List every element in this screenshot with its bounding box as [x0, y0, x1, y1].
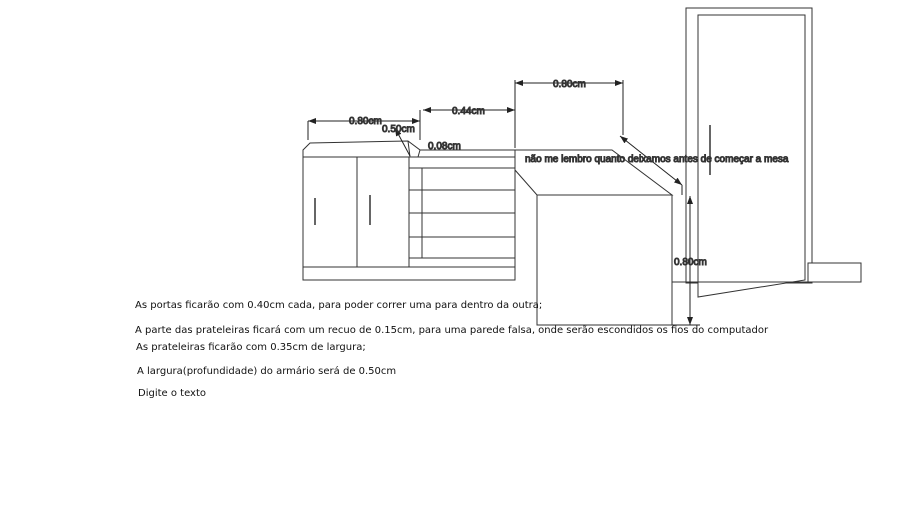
cabinet	[302, 140, 516, 281]
note-4: A largura(profundidade) do armário será …	[137, 366, 397, 377]
dim-cabinet-width: 0.80cm	[349, 116, 382, 127]
annotation-text: não me lembro quanto deixamos antes de c…	[525, 154, 789, 165]
shelves	[409, 167, 515, 259]
dim-top-bevel: 0.50cm	[382, 124, 415, 135]
dim-step: 0.08cm	[428, 141, 461, 152]
note-1: As portas ficarão com 0.40cm cada, para …	[135, 300, 543, 311]
note-3: As prateleiras ficarão com 0.35cm de lar…	[136, 342, 366, 353]
dim-shelves-width: 0.44cm	[452, 106, 485, 117]
text-placeholder[interactable]: Digite o texto	[138, 388, 207, 399]
desk	[514, 149, 674, 326]
dim-desk-height: 0.80cm	[674, 257, 707, 268]
door	[672, 7, 862, 298]
note-2: A parte das prateleiras ficará com um re…	[135, 325, 769, 336]
dimension-lines	[307, 80, 700, 326]
dim-desk-width: 0.80cm	[553, 79, 586, 90]
